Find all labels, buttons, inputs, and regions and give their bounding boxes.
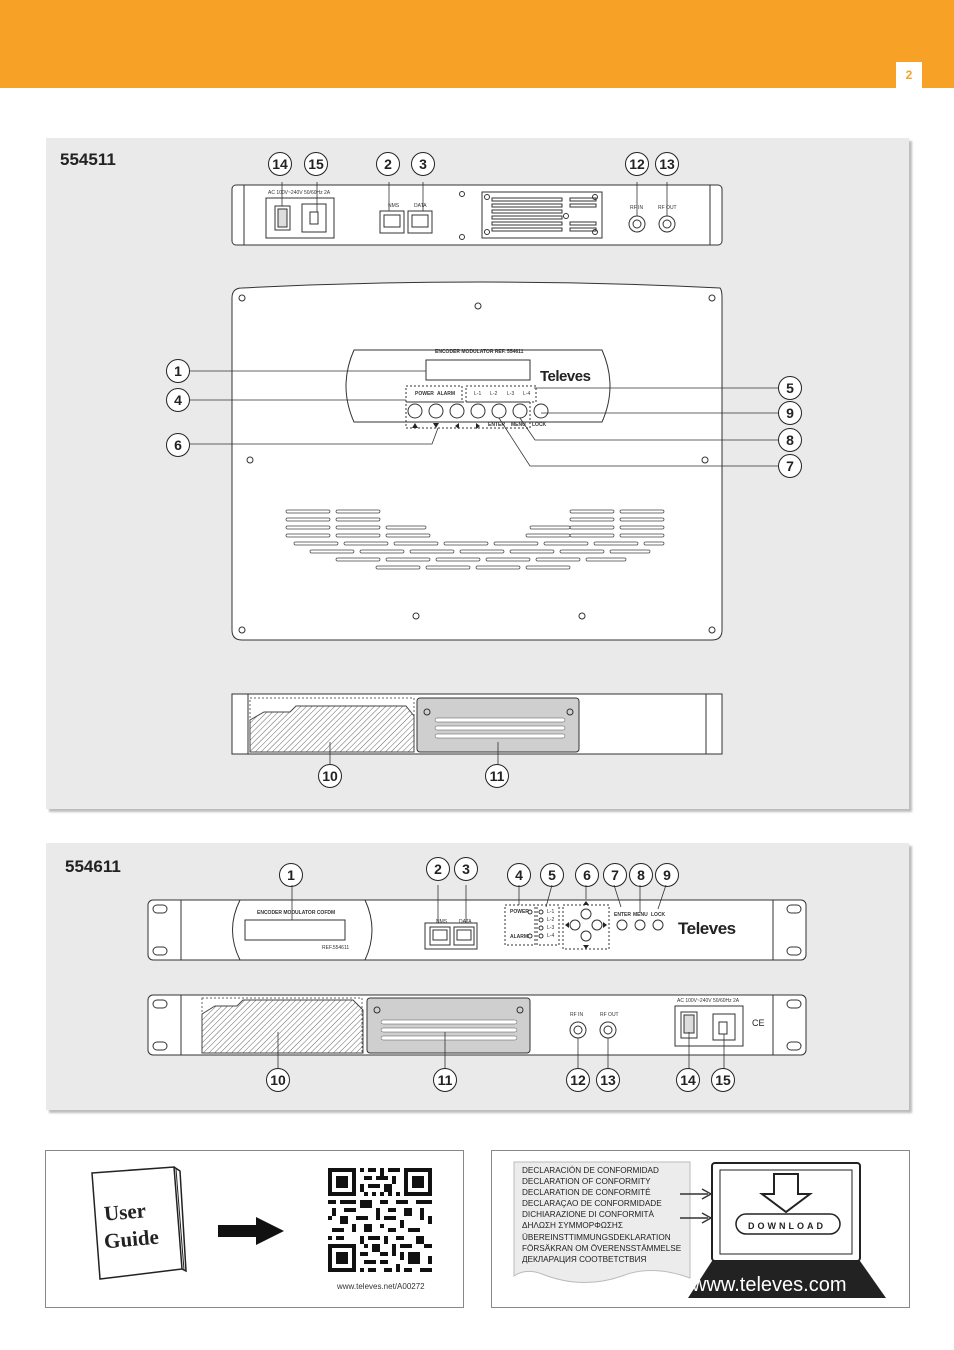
front-power: POWER [510, 909, 529, 915]
header-band [0, 0, 954, 88]
front-lock: LOCK [651, 912, 666, 918]
callout-15: 15 [304, 152, 328, 176]
declaration-line: ÜBEREINSTTIMMUNGSDEKLARATION [522, 1232, 671, 1242]
televes-url[interactable]: www.televes.com [692, 1274, 847, 1296]
qr-url[interactable]: www.televes.net/A00272 [337, 1282, 425, 1291]
top-view-drawing [190, 281, 780, 641]
rear-power-label: AC 100V~240V 50/60Hz 2A [677, 998, 740, 1004]
led-label-3: L-3 [507, 391, 515, 397]
rear-rf-in-label: RF IN [570, 1012, 584, 1018]
declaration-line: DECLARATION DE CONFORMITÉ [522, 1188, 651, 1198]
callout-8: 8 [629, 863, 653, 887]
book-title-line1: User [102, 1198, 147, 1226]
callout-5: 5 [778, 376, 802, 400]
model-number: 554511 [60, 150, 116, 169]
front-label: ENCODER MODULATOR COFDM [257, 910, 336, 916]
callout-12: 12 [566, 1068, 590, 1092]
declaration-line: DICHIARAZIONE DI CONFORMITÀ [522, 1210, 654, 1220]
declaration-list: DECLARACIÓN DE CONFORMIDAD DECLARATION O… [522, 1165, 681, 1265]
lock-label: LOCK [532, 422, 547, 428]
televes-logo: Televes [678, 919, 736, 938]
declaration-line: ΔΗΛΩΣΗ ΣΥΜΜΟΡΦΩΣΗΣ [522, 1221, 623, 1231]
rear-data-label: DATA [414, 203, 427, 209]
front-alarm: ALARM [510, 934, 529, 940]
side-view-drawing [231, 693, 723, 764]
alarm-led-label: ALARM [437, 391, 456, 397]
led-label-2: L-2 [490, 391, 498, 397]
rear-rf-in-label: RF IN [630, 205, 644, 211]
ce-mark: CE [752, 1018, 765, 1028]
declaration-document-icon [513, 1161, 691, 1283]
front-ref: REF.554611 [322, 945, 350, 951]
user-guide-book-icon [91, 1166, 187, 1280]
menu-label: MENU [511, 422, 526, 428]
declaration-line: DECLARAÇAO DE CONFORMIDADE [522, 1199, 662, 1209]
front-enter: ENTER [614, 912, 631, 918]
qr-code-icon [328, 1168, 432, 1272]
callout-15: 15 [711, 1068, 735, 1092]
enter-label: ENTER [488, 422, 505, 428]
callout-5: 5 [540, 863, 564, 887]
callout-13: 13 [655, 152, 679, 176]
callout-3: 3 [411, 152, 435, 176]
callout-4: 4 [507, 863, 531, 887]
callout-1: 1 [279, 863, 303, 887]
callout-11: 11 [433, 1068, 457, 1092]
callout-4: 4 [166, 388, 190, 412]
page-number: 2 [896, 62, 922, 88]
front-led-2: L-2 [547, 917, 555, 923]
front-menu: MENU [633, 912, 648, 918]
front-led-4: L-4 [547, 933, 555, 939]
callout-9: 9 [778, 401, 802, 425]
declaration-line: DECLARATION OF CONFORMITY [522, 1177, 651, 1187]
front-data: DATA [459, 919, 472, 925]
callout-10: 10 [318, 764, 342, 788]
front-led-3: L-3 [547, 925, 555, 931]
callout-7: 7 [603, 863, 627, 887]
declaration-line: FÖRSÄKRAN OM ÖVERENSSTÄMMELSE [522, 1243, 682, 1253]
front-panel-drawing [147, 885, 807, 961]
callout-9: 9 [655, 863, 679, 887]
callout-3: 3 [454, 857, 478, 881]
callout-1: 1 [166, 359, 190, 383]
callout-10: 10 [266, 1068, 290, 1092]
callout-7: 7 [778, 454, 802, 478]
rear-panel-drawing [231, 182, 723, 246]
rear-power-label: AC 100V~240V 50/60Hz 2A [268, 190, 331, 196]
callout-14: 14 [676, 1068, 700, 1092]
rear-rf-out-label: RF OUT [600, 1012, 619, 1018]
book-title-line2: Guide [103, 1224, 160, 1254]
callout-2: 2 [376, 152, 400, 176]
callout-8: 8 [778, 428, 802, 452]
callout-6: 6 [575, 863, 599, 887]
laptop-icon [680, 1162, 886, 1298]
callout-13: 13 [596, 1068, 620, 1092]
rear-nms-label: NMS [388, 203, 400, 209]
rear-rf-out-label: RF OUT [658, 205, 677, 211]
power-led-label: POWER [415, 391, 434, 397]
callout-14: 14 [268, 152, 292, 176]
declaration-line: ДЕКЛАРАЦИЯ СООТВЕТСТВИЯ [522, 1254, 647, 1264]
callout-12: 12 [625, 152, 649, 176]
led-label-1: L-1 [474, 391, 482, 397]
led-label-4: L-4 [523, 391, 531, 397]
download-button[interactable]: DOWNLOAD [748, 1221, 826, 1231]
callout-6: 6 [166, 433, 190, 457]
section-554611 [46, 843, 909, 1110]
arrow-right-icon [218, 1217, 284, 1245]
callout-11: 11 [485, 764, 509, 788]
televes-logo: Televes [540, 368, 591, 385]
callout-2: 2 [426, 857, 450, 881]
model-number: 554611 [65, 857, 121, 876]
top-view-label: ENCODER MODULATOR REF. 554611 [435, 349, 524, 355]
declaration-line: DECLARACIÓN DE CONFORMIDAD [522, 1166, 659, 1175]
front-nms: NMS [436, 919, 448, 925]
front-led-1: L-1 [547, 909, 555, 915]
rear-panel-drawing [147, 994, 807, 1070]
